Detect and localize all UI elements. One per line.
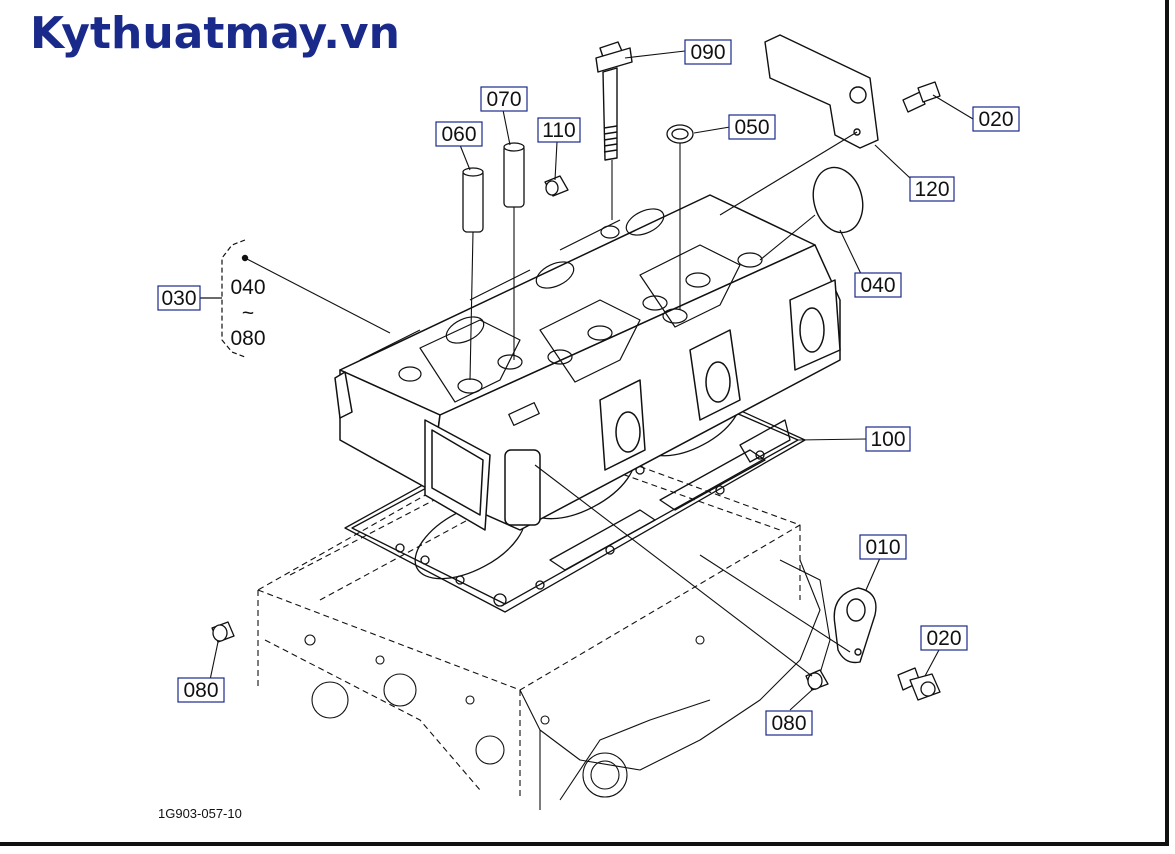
cylinder-head <box>334 194 841 531</box>
svg-text:080: 080 <box>771 712 806 735</box>
svg-text:090: 090 <box>690 41 725 64</box>
site-logo[interactable]: Kythuatmay.vn <box>30 8 400 59</box>
svg-text:040: 040 <box>860 274 895 297</box>
callout-020-top[interactable]: 020 <box>972 106 1020 132</box>
seal-ring-050 <box>666 124 694 144</box>
svg-text:100: 100 <box>870 428 905 451</box>
group-tilde: ~ <box>242 302 254 325</box>
bolt-020-top <box>902 81 941 113</box>
svg-text:020: 020 <box>926 627 961 650</box>
svg-text:050: 050 <box>734 116 769 139</box>
callout-010[interactable]: 010 <box>859 534 907 560</box>
callout-040[interactable]: 040 <box>854 272 902 298</box>
callout-020-bottom[interactable]: 020 <box>920 625 968 651</box>
small-plug-110 <box>544 175 569 197</box>
plug-080-right <box>805 669 829 691</box>
cover-plate <box>764 34 879 149</box>
callout-030[interactable]: 030 <box>157 285 201 311</box>
callout-090[interactable]: 090 <box>684 39 732 65</box>
head-bolt <box>595 41 633 161</box>
small-gasket <box>833 587 877 664</box>
valve-guides <box>462 142 525 233</box>
bolt-020-bottom <box>897 667 941 701</box>
callout-080-right[interactable]: 080 <box>765 710 813 736</box>
cylinder-head-top-details <box>359 208 763 426</box>
svg-text:030: 030 <box>161 287 196 310</box>
svg-text:120: 120 <box>914 178 949 201</box>
svg-text:080: 080 <box>183 679 218 702</box>
callout-100[interactable]: 100 <box>865 426 911 452</box>
plug-080-left <box>211 621 235 643</box>
leader-lines <box>209 50 974 711</box>
callout-120[interactable]: 120 <box>909 176 955 202</box>
figure-reference: 1G903-057-10 <box>158 806 242 821</box>
callout-080-left[interactable]: 080 <box>177 677 225 703</box>
svg-text:020: 020 <box>978 108 1013 131</box>
svg-text:010: 010 <box>865 536 900 559</box>
group-dot <box>241 254 249 262</box>
callout-110[interactable]: 110 <box>537 117 581 143</box>
group-from-label: 040 <box>230 276 265 299</box>
callout-050[interactable]: 050 <box>728 114 776 140</box>
sealing-plug <box>812 166 864 234</box>
group-bracket-030 <box>221 239 246 358</box>
group-to-label: 080 <box>230 327 265 350</box>
engine-block-body <box>304 559 831 810</box>
svg-text:070: 070 <box>486 88 521 111</box>
callout-070[interactable]: 070 <box>480 86 528 112</box>
svg-text:060: 060 <box>441 123 476 146</box>
callout-060[interactable]: 060 <box>435 121 483 147</box>
svg-text:110: 110 <box>542 119 575 142</box>
